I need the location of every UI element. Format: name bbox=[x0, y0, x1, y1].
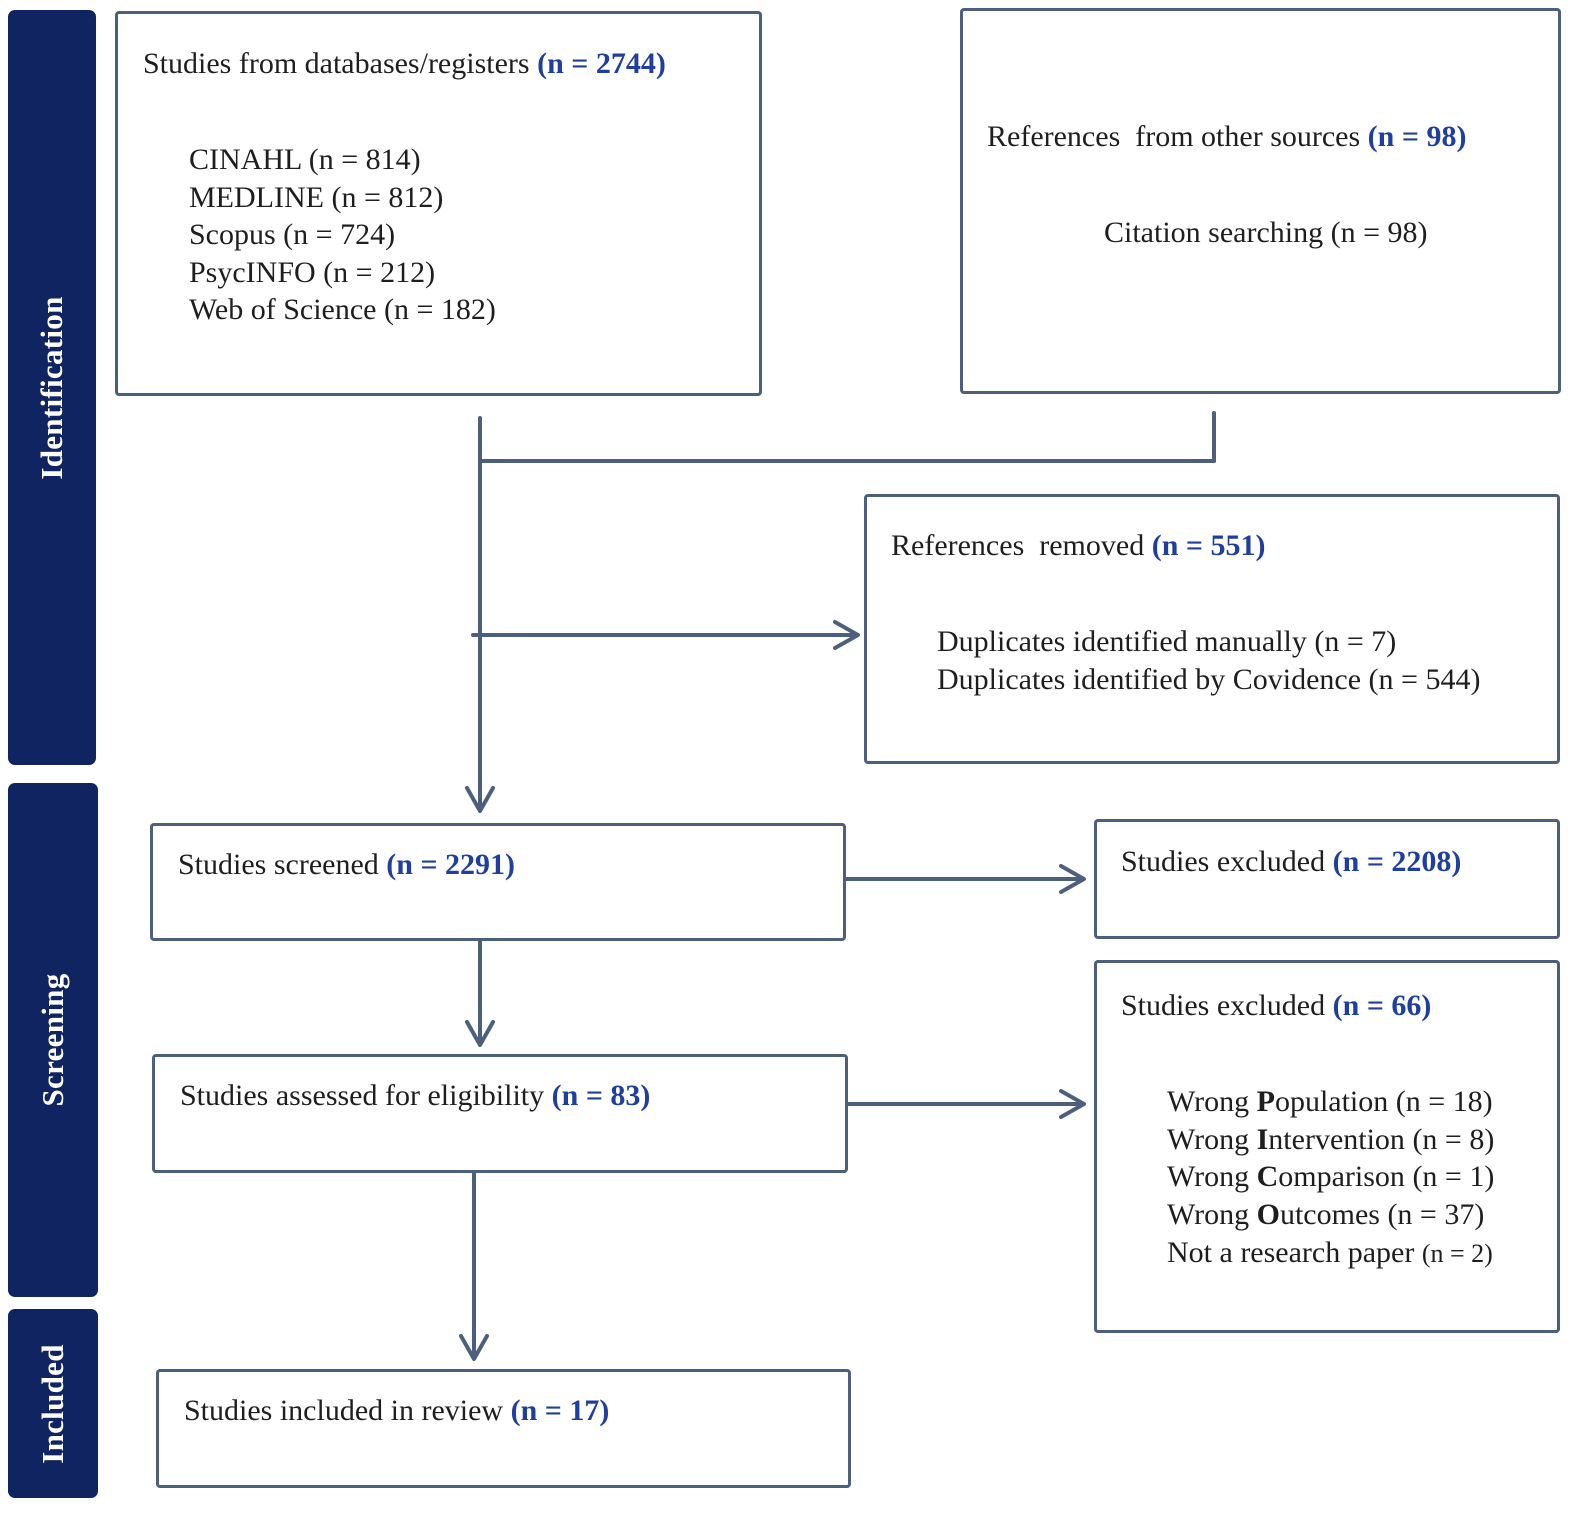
eligibility-title: Studies assessed for eligibility bbox=[180, 1079, 545, 1112]
screened-count: (n = 2291) bbox=[386, 848, 516, 881]
exclusion-reason: Wrong Comparison (n = 1) bbox=[1167, 1160, 1495, 1193]
screened-title: Studies screened bbox=[178, 848, 379, 881]
databases-count: (n = 2744) bbox=[537, 47, 666, 80]
other-sources-box: References from other sources (n = 98) C… bbox=[960, 8, 1561, 394]
exclusion-reason-not-research: Not a research paper (n = 2) bbox=[1167, 1236, 1493, 1269]
arrowhead-to-excluded-eligibility bbox=[1059, 1089, 1086, 1119]
excluded-screening-title: Studies excluded bbox=[1121, 845, 1326, 878]
database-item: Web of Science (n = 182) bbox=[189, 293, 496, 326]
exclusion-reason: Wrong Outcomes (n = 37) bbox=[1167, 1198, 1485, 1231]
excluded-eligibility-title-line: Studies excluded (n = 66) bbox=[1121, 988, 1431, 1024]
other-sources-count: (n = 98) bbox=[1367, 120, 1467, 153]
eligibility-box: Studies assessed for eligibility (n = 83… bbox=[152, 1054, 848, 1173]
included-box: Studies included in review (n = 17) bbox=[156, 1369, 851, 1488]
arrowhead-to-removed bbox=[833, 620, 860, 650]
studies-screened-box: Studies screened (n = 2291) bbox=[150, 823, 846, 941]
excluded-screening-title-line: Studies excluded (n = 2208) bbox=[1121, 844, 1461, 880]
references-removed-box: References removed (n = 551) Duplicates … bbox=[864, 494, 1560, 764]
database-item: Scopus (n = 724) bbox=[189, 218, 396, 251]
exclusion-reason: Wrong Population (n = 18) bbox=[1167, 1085, 1493, 1118]
database-item: MEDLINE (n = 812) bbox=[189, 181, 444, 214]
included-title: Studies included in review bbox=[184, 1394, 504, 1427]
arrowhead-to-eligibility bbox=[465, 1020, 495, 1047]
excluded-screening-box: Studies excluded (n = 2208) bbox=[1094, 819, 1560, 939]
arrowhead-to-excluded-screening bbox=[1059, 864, 1086, 894]
removed-item: Duplicates identified manually (n = 7) bbox=[937, 625, 1397, 658]
removed-item: Duplicates identified by Covidence (n = … bbox=[937, 663, 1481, 696]
excluded-screening-count: (n = 2208) bbox=[1332, 845, 1462, 878]
eligibility-count: (n = 83) bbox=[551, 1079, 651, 1112]
other-source-item: Citation searching (n = 98) bbox=[1104, 216, 1428, 249]
removed-title: References removed bbox=[891, 529, 1145, 562]
other-sources-title-line: References from other sources (n = 98) bbox=[987, 119, 1466, 155]
included-title-line: Studies included in review (n = 17) bbox=[184, 1393, 609, 1429]
included-count: (n = 17) bbox=[510, 1394, 610, 1427]
other-sources-title: References from other sources bbox=[987, 120, 1361, 153]
screened-title-line: Studies screened (n = 2291) bbox=[178, 847, 515, 883]
eligibility-title-line: Studies assessed for eligibility (n = 83… bbox=[180, 1078, 650, 1114]
excluded-eligibility-box: Studies excluded (n = 66) Wrong Populati… bbox=[1094, 960, 1560, 1333]
databases-title: Studies from databases/registers bbox=[143, 47, 530, 80]
arrowhead-to-included bbox=[459, 1334, 489, 1361]
phase-identification: Identification bbox=[8, 10, 96, 765]
removed-count: (n = 551) bbox=[1151, 529, 1266, 562]
databases-box: Studies from databases/registers (n = 27… bbox=[115, 11, 762, 396]
exclusion-reason: Wrong Intervention (n = 8) bbox=[1167, 1123, 1495, 1156]
databases-title-line: Studies from databases/registers (n = 27… bbox=[143, 46, 666, 82]
excluded-eligibility-count: (n = 66) bbox=[1332, 989, 1432, 1022]
excluded-eligibility-title: Studies excluded bbox=[1121, 989, 1326, 1022]
database-item: PsycINFO (n = 212) bbox=[189, 256, 436, 289]
database-item: CINAHL (n = 814) bbox=[189, 143, 421, 176]
removed-title-line: References removed (n = 551) bbox=[891, 528, 1265, 564]
phase-included: Included bbox=[8, 1309, 98, 1498]
phase-screening: Screening bbox=[8, 783, 98, 1297]
arrowhead-to-screened bbox=[465, 786, 495, 813]
